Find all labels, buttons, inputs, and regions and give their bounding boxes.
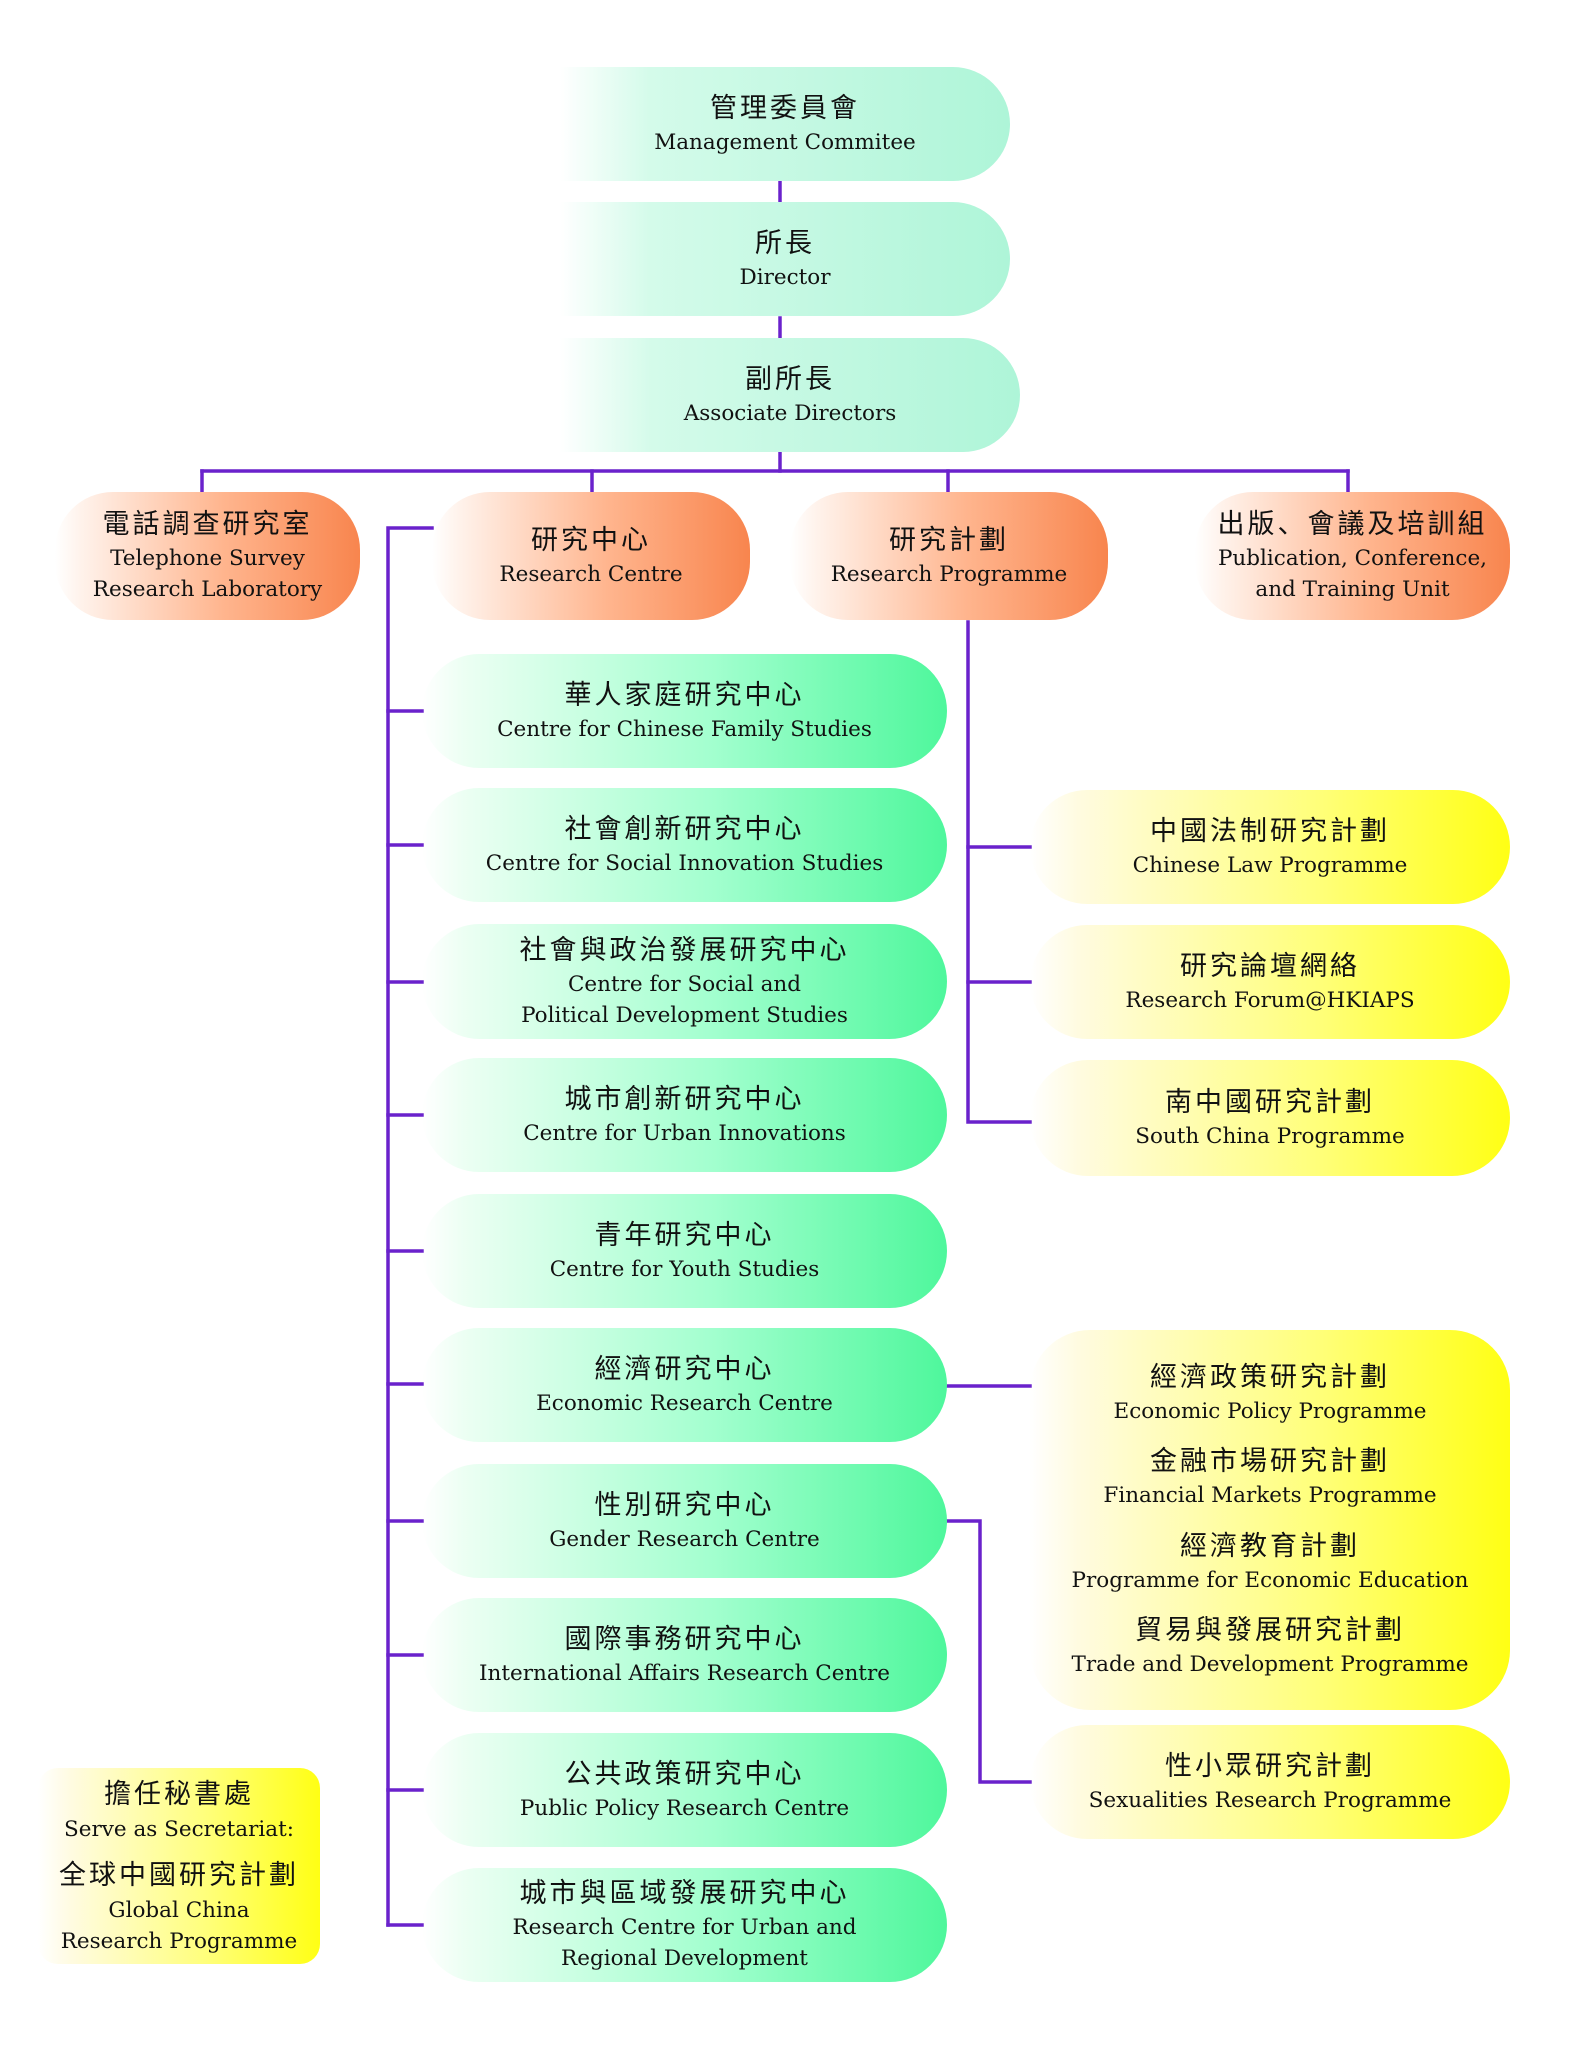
economic-programme-en: Economic Policy Programme	[1113, 1398, 1427, 1424]
centre-en: Centre for Youth Studies	[549, 1256, 820, 1282]
centre-en: Centre for Social and Political Developm…	[521, 971, 848, 1028]
centre-en: Centre for Urban Innovations	[523, 1120, 846, 1146]
economic-programme-en: Financial Markets Programme	[1103, 1483, 1437, 1509]
global-china-programme-zh: 全球中國研究計劃	[59, 1859, 299, 1891]
sexualities-programme-en: Sexualities Research Programme	[1088, 1787, 1452, 1813]
centre-zh: 社會與政治發展研究中心	[519, 934, 850, 966]
programme-box: 南中國研究計劃 South China Programme	[1030, 1060, 1510, 1176]
economic-programme-item: 貿易與發展研究計劃 Trade and Development Programm…	[1072, 1613, 1469, 1680]
research-centre-box: 研究中心 Research Centre	[432, 492, 750, 620]
telephone-survey-lab-en: Telephone Survey Research Laboratory	[92, 546, 323, 602]
publication-unit-zh: 出版、會議及培訓組	[1217, 509, 1488, 540]
centre-zh: 經濟研究中心	[594, 1353, 775, 1385]
programme-en: Research Forum@HKIAPS	[1125, 987, 1415, 1013]
centre-zh: 華人家庭研究中心	[564, 679, 805, 711]
centre-en: Centre for Social Innovation Studies	[485, 850, 884, 876]
economic-programme-item: 經濟教育計劃 Programme for Economic Education	[1072, 1529, 1469, 1596]
associate-directors-zh: 副所長	[745, 363, 835, 395]
centre-zh: 城市與區域發展研究中心	[519, 1878, 850, 1909]
research-programme-en: Research Programme	[830, 561, 1068, 587]
line-programme-spine	[966, 620, 1032, 1124]
economic-programme-zh: 金融市場研究計劃	[1149, 1446, 1390, 1478]
economic-programme-zh: 經濟教育計劃	[1179, 1530, 1360, 1562]
research-programme-box: 研究計劃 Research Programme	[790, 492, 1108, 620]
programme-en: South China Programme	[1135, 1123, 1405, 1149]
secretariat-zh: 擔任秘書處	[104, 1778, 254, 1810]
centre-box: 國際事務研究中心 International Affairs Research …	[422, 1598, 947, 1712]
management-committee-en: Management Commitee	[654, 129, 916, 155]
centre-zh: 社會創新研究中心	[564, 813, 805, 845]
economic-programme-zh: 經濟政策研究計劃	[1150, 1361, 1390, 1393]
director-zh: 所長	[755, 227, 815, 259]
programme-zh: 研究論壇網絡	[1180, 950, 1360, 982]
centre-box: 社會創新研究中心 Centre for Social Innovation St…	[422, 788, 947, 902]
telephone-survey-lab-box: 電話調查研究室 Telephone Survey Research Labora…	[55, 492, 360, 620]
management-committee-box: 管理委員會 Management Commitee	[560, 67, 1010, 181]
centre-box: 華人家庭研究中心 Centre for Chinese Family Studi…	[422, 654, 947, 768]
centre-box: 城市創新研究中心 Centre for Urban Innovations	[422, 1058, 947, 1172]
centre-zh: 城市創新研究中心	[564, 1083, 805, 1115]
centre-box: 公共政策研究中心 Public Policy Research Centre	[422, 1733, 947, 1847]
associate-directors-en: Associate Directors	[683, 400, 897, 426]
secretariat-box: 擔任秘書處 Serve as Secretariat: 全球中國研究計劃 Glo…	[38, 1768, 320, 1964]
centre-box: 城市與區域發展研究中心 Research Centre for Urban an…	[422, 1868, 947, 1982]
programme-box: 研究論壇網絡 Research Forum@HKIAPS	[1030, 925, 1510, 1039]
director-en: Director	[739, 264, 831, 290]
secretariat-en: Serve as Secretariat:	[64, 1816, 294, 1842]
centre-box: 經濟研究中心 Economic Research Centre	[422, 1328, 947, 1442]
economic-programmes-box: 經濟政策研究計劃 Economic Policy Programme 金融市場研…	[1030, 1330, 1510, 1710]
centre-en: Economic Research Centre	[536, 1390, 833, 1416]
economic-programme-item: 經濟政策研究計劃 Economic Policy Programme	[1114, 1360, 1427, 1427]
sexualities-programme-zh: 性小眾研究計劃	[1165, 1750, 1375, 1782]
centre-en: Public Policy Research Centre	[519, 1795, 850, 1821]
centre-zh: 性別研究中心	[594, 1489, 775, 1521]
global-china-programme-en: Global China Research Programme	[60, 1897, 298, 1954]
economic-programme-en: Programme for Economic Education	[1071, 1567, 1469, 1593]
centre-en: Centre for Chinese Family Studies	[497, 716, 872, 742]
centre-en: International Affairs Research Centre	[479, 1660, 890, 1686]
centre-zh: 公共政策研究中心	[564, 1758, 805, 1790]
publication-unit-box: 出版、會議及培訓組 Publication, Conference, and T…	[1195, 492, 1510, 620]
centre-zh: 國際事務研究中心	[564, 1623, 805, 1655]
centre-box: 青年研究中心 Centre for Youth Studies	[422, 1194, 947, 1308]
management-committee-zh: 管理委員會	[710, 92, 860, 124]
associate-directors-box: 副所長 Associate Directors	[560, 338, 1020, 452]
centre-en: Research Centre for Urban and Regional D…	[512, 1915, 857, 1971]
research-centre-zh: 研究中心	[531, 524, 651, 556]
publication-unit-en: Publication, Conference, and Training Un…	[1217, 546, 1488, 602]
centre-box: 性別研究中心 Gender Research Centre	[422, 1464, 947, 1578]
programme-box: 中國法制研究計劃 Chinese Law Programme	[1030, 790, 1510, 904]
research-programme-zh: 研究計劃	[889, 524, 1009, 556]
economic-programme-en: Trade and Development Programme	[1071, 1652, 1469, 1678]
telephone-survey-lab-zh: 電話調查研究室	[102, 509, 313, 540]
economic-programme-zh: 貿易與發展研究計劃	[1134, 1615, 1405, 1647]
economic-programme-item: 金融市場研究計劃 Financial Markets Programme	[1103, 1444, 1436, 1511]
director-box: 所長 Director	[560, 202, 1010, 316]
centre-zh: 青年研究中心	[594, 1219, 775, 1251]
line-centre-spine	[386, 526, 434, 1927]
programme-zh: 中國法制研究計劃	[1150, 815, 1390, 847]
research-centre-en: Research Centre	[499, 561, 683, 587]
centre-box: 社會與政治發展研究中心 Centre for Social and Politi…	[422, 924, 947, 1039]
sexualities-programme-box: 性小眾研究計劃 Sexualities Research Programme	[1030, 1725, 1510, 1839]
programme-en: Chinese Law Programme	[1132, 852, 1408, 878]
programme-zh: 南中國研究計劃	[1165, 1086, 1375, 1118]
line-gender-sexualities	[943, 1519, 1032, 1784]
centre-en: Gender Research Centre	[549, 1526, 820, 1552]
